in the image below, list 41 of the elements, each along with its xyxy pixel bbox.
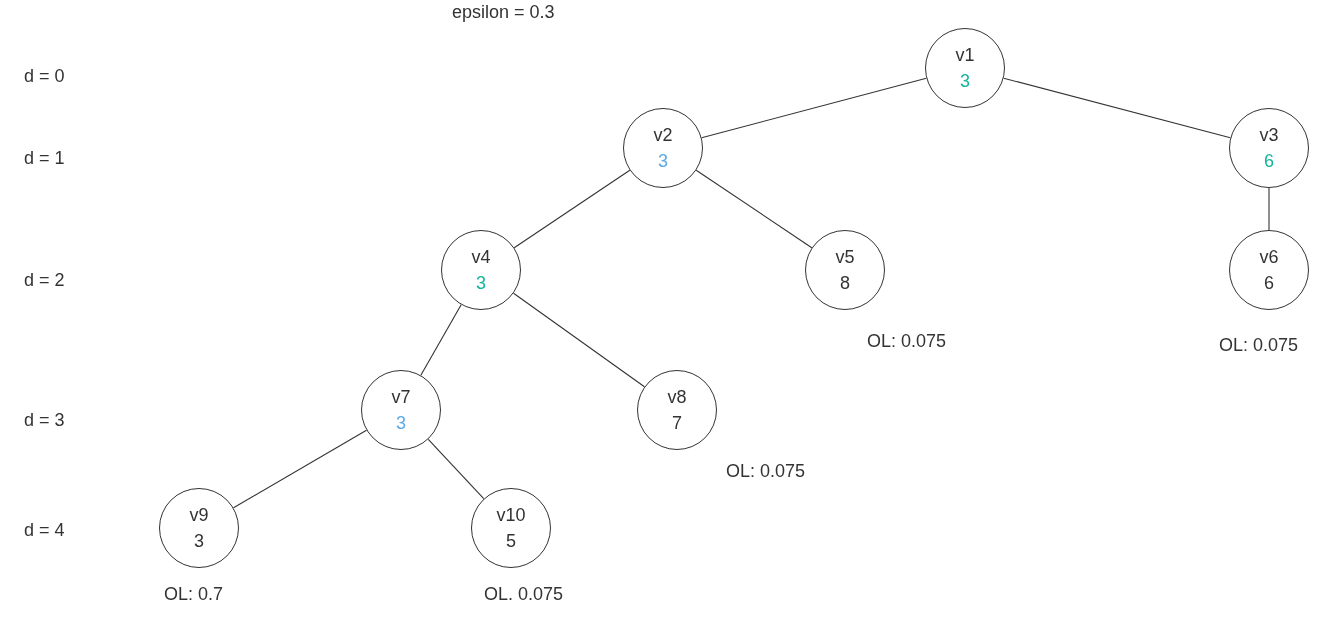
node-value: 3 — [959, 71, 971, 91]
tree-edge — [695, 169, 813, 249]
tree-edge — [1268, 187, 1270, 231]
tree-edge — [420, 304, 462, 376]
tree-edge — [513, 169, 631, 249]
node-value: 3 — [657, 151, 669, 171]
depth-label: d = 3 — [24, 410, 65, 431]
node-name: v4 — [470, 247, 492, 267]
depth-label: d = 1 — [24, 148, 65, 169]
tree-edge — [427, 438, 485, 500]
outlier-score: OL: 0.075 — [1219, 335, 1299, 356]
depth-label: d = 4 — [24, 520, 65, 541]
node-name: v8 — [666, 387, 688, 407]
node-value: 8 — [839, 273, 851, 293]
node-name: v9 — [188, 505, 210, 525]
depth-label: d = 2 — [24, 270, 65, 291]
node-name: v7 — [390, 387, 412, 407]
tree-node-circle — [361, 370, 441, 450]
depth-label: d = 0 — [24, 66, 65, 87]
node-name: v6 — [1258, 247, 1280, 267]
tree-edge — [1003, 77, 1231, 139]
node-name: v5 — [834, 247, 856, 267]
outlier-score: OL: 0.075 — [726, 461, 806, 482]
node-name: v2 — [652, 125, 674, 145]
node-name: v1 — [954, 45, 976, 65]
node-value: 7 — [671, 413, 683, 433]
node-value: 5 — [505, 531, 517, 551]
outlier-score: OL. 0.075 — [484, 584, 564, 605]
tree-edge — [513, 292, 645, 388]
node-value: 3 — [475, 273, 487, 293]
tree-edge — [233, 429, 367, 509]
parameter-label: epsilon = 0.3 — [452, 2, 555, 23]
node-value: 6 — [1263, 273, 1275, 293]
node-name: v3 — [1258, 125, 1280, 145]
node-value: 3 — [395, 413, 407, 433]
node-value: 3 — [193, 531, 205, 551]
outlier-score: OL: 0.075 — [867, 331, 947, 352]
tree-edge — [701, 77, 927, 139]
node-value: 6 — [1263, 151, 1275, 171]
node-name: v10 — [495, 505, 527, 525]
outlier-score: OL: 0.7 — [164, 584, 224, 605]
